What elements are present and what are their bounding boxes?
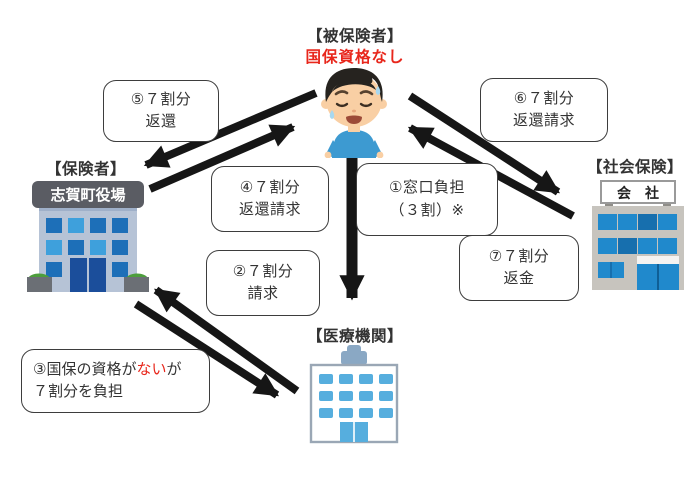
step3-line1-pre: ③国保の資格が: [33, 360, 137, 378]
step1-line1: ①窓口負担: [389, 179, 465, 196]
step7-line2: 返金: [503, 270, 535, 287]
step1-line2: （３割）※: [389, 201, 465, 219]
insurer-town-hall-illustration: 志賀町役場: [27, 181, 149, 292]
insured-title: 【被保険者】: [306, 28, 403, 45]
step6-line1: ⑥７割分: [513, 89, 575, 107]
arrow-step4-insurer-to-insured: [148, 123, 296, 193]
step2-line2: 請求: [247, 285, 279, 302]
insurer-building-sign: 志賀町役場: [50, 186, 125, 204]
step3-line1-post: が: [166, 360, 182, 378]
step6-box: ⑥７割分 返還請求: [480, 78, 608, 142]
step3-box: ③国保の資格がないが ７割分を負担: [21, 349, 210, 413]
step3-line2: ７割分を負担: [33, 383, 124, 400]
step2-box: ②７割分 請求: [206, 250, 320, 316]
step4-box: ④７割分 返還請求: [211, 166, 329, 232]
company-building-illustration: 会 社: [592, 180, 684, 290]
medical-title: 【医療機関】: [306, 328, 403, 345]
step5-line1: ⑤７割分: [130, 90, 192, 108]
step5-line2: 返還: [145, 113, 177, 130]
step4-line1: ④７割分: [239, 178, 301, 196]
step5-box: ⑤７割分 返還: [103, 80, 219, 142]
arrow-step6-insured-to-social: [407, 92, 561, 196]
step7-line1: ⑦７割分: [488, 247, 550, 265]
step4-line2: 返還請求: [238, 201, 301, 218]
insured-status-text: 国保資格なし: [305, 49, 405, 66]
step1-box: ①窓口負担 （３割）※: [356, 163, 498, 236]
step6-line2: 返還請求: [512, 112, 575, 129]
step3-line1: ③国保の資格がないが: [33, 359, 181, 382]
arrow-step3-insurer-to-medical: [133, 300, 280, 399]
insurer-title: 【保険者】: [45, 161, 126, 178]
step3-line1-red: ない: [136, 360, 167, 378]
hospital-illustration: [309, 345, 399, 444]
step2-line1: ②７割分: [232, 262, 294, 280]
step7-box: ⑦７割分 返金: [459, 235, 579, 301]
arrow-step5-insured-to-insurer: [143, 89, 318, 169]
social-insurance-title: 【社会保険】: [586, 159, 683, 176]
worried-person-illustration: [321, 68, 387, 158]
company-building-sign: 会 社: [617, 185, 659, 201]
